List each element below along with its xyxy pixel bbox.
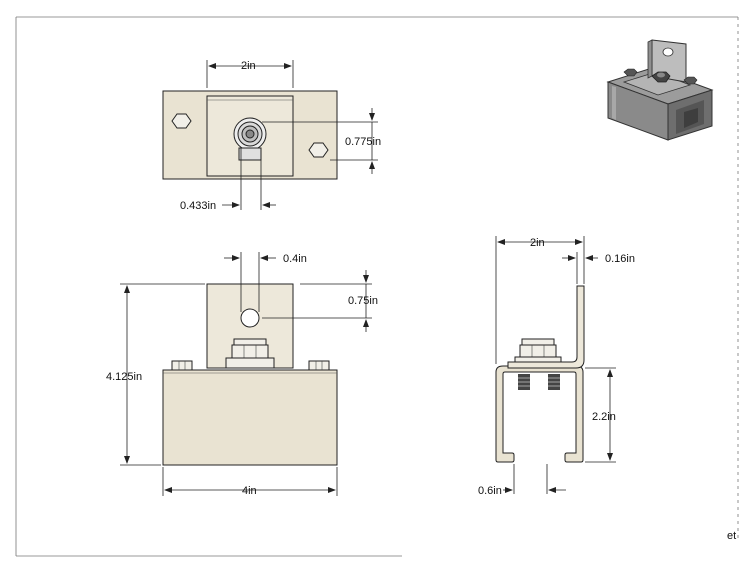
front-view-center-nut (225, 338, 275, 369)
channel-height-label: 2.2in (592, 411, 616, 423)
side-view-bolt-left (518, 374, 530, 390)
sheet-label-fragment: et (727, 530, 736, 542)
side-view: 2in 0.16in 2.2in 0.6in (478, 236, 635, 497)
isometric-view (606, 39, 714, 141)
side-width-label: 2in (530, 237, 545, 249)
top-view-center-nut (233, 117, 267, 161)
overall-height-label: 4.125in (106, 371, 142, 383)
front-view-bolt-right (308, 360, 330, 371)
overall-width-label: 4in (242, 485, 257, 497)
front-view: 0.4in 0.75in 4.125in 4in (106, 252, 378, 497)
hole-offset-label: 0.775in (345, 136, 381, 148)
front-view-channel (162, 369, 338, 466)
top-view-bolt-left (171, 113, 192, 129)
opening-label: 0.6in (478, 485, 502, 497)
top-view-bolt-right (308, 142, 329, 158)
tab-hole-label: 0.4in (283, 253, 307, 265)
front-view-tab-hole (240, 308, 260, 328)
thickness-label: 0.16in (605, 253, 635, 265)
side-view-bracket (507, 285, 585, 369)
front-view-bolt-left (171, 360, 193, 371)
side-view-bolt-right (548, 374, 560, 390)
top-view: 2in 0.775in 0.433in (162, 60, 381, 212)
tab-hole-height-label: 0.75in (348, 295, 378, 307)
side-view-nut (514, 338, 562, 363)
sheet-border (15, 16, 739, 557)
top-width-label: 2in (241, 60, 256, 72)
hole-spacing-label: 0.433in (180, 200, 216, 212)
side-view-channel (495, 365, 584, 463)
